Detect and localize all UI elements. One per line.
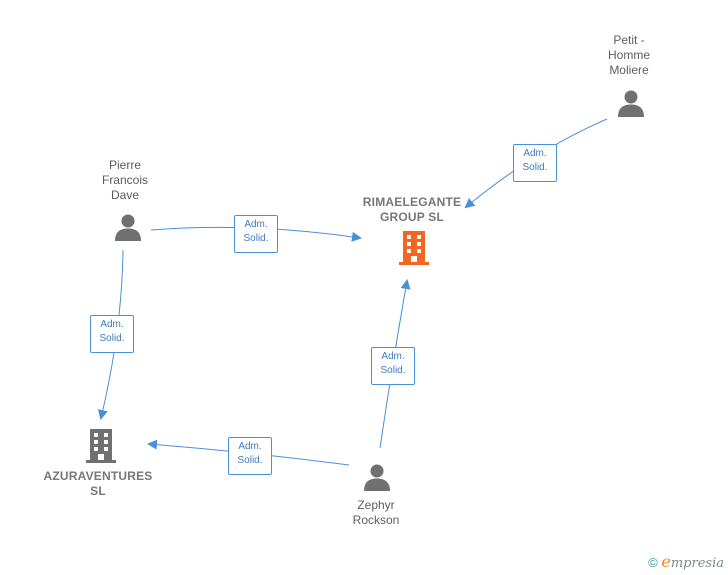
edge-label-line: Solid.	[243, 233, 269, 244]
person-icon[interactable]	[113, 212, 143, 242]
footer-brand: © empresia	[648, 552, 724, 571]
edge-label-line: Adm.	[244, 219, 268, 230]
label-line: AZURAVENTURES	[43, 469, 153, 483]
edge-label-petit-rimaelegante[interactable]: Adm. Solid.	[513, 144, 557, 182]
edge-label-line: Adm.	[238, 441, 262, 452]
edge-label-line: Solid.	[380, 365, 406, 376]
edge-label-line: Adm.	[523, 148, 547, 159]
edge-label-pierre-azuraventures[interactable]: Adm. Solid.	[90, 315, 134, 353]
label-line: Petit -	[613, 33, 645, 47]
node-label-pierre: Pierre Francois Dave	[65, 158, 185, 203]
brand-logo-text: mpresia	[670, 556, 724, 571]
label-line: RIMAELEGANTE	[362, 195, 462, 209]
node-label-petit: Petit - Homme Moliere	[569, 33, 689, 78]
person-icon[interactable]	[616, 88, 646, 118]
edge-label-line: Solid.	[99, 333, 125, 344]
edge-label-zephyr-rimaelegante[interactable]: Adm. Solid.	[371, 347, 415, 385]
node-label-zephyr: Zephyr Rockson	[316, 498, 436, 528]
label-line: SL	[90, 484, 106, 498]
label-line: Pierre	[108, 158, 141, 172]
edge-label-line: Adm.	[381, 351, 405, 362]
copyright-icon: ©	[648, 555, 658, 570]
building-icon[interactable]	[85, 428, 117, 464]
label-line: Zephyr	[357, 498, 395, 512]
node-label-azuraventures[interactable]: AZURAVENTURES SL	[33, 469, 163, 499]
edge-label-pierre-rimaelegante[interactable]: Adm. Solid.	[234, 215, 278, 253]
edge-label-zephyr-azuraventures[interactable]: Adm. Solid.	[228, 437, 272, 475]
label-line: Dave	[110, 188, 139, 202]
label-line: Homme	[607, 48, 650, 62]
label-line: Moliere	[609, 63, 649, 77]
label-line: Francois	[101, 173, 148, 187]
edge-label-line: Adm.	[100, 319, 124, 330]
brand-logo-initial: e	[661, 552, 671, 571]
edge-label-line: Solid.	[522, 162, 548, 173]
edge-label-line: Solid.	[237, 455, 263, 466]
label-line: GROUP SL	[379, 210, 445, 224]
person-icon[interactable]	[362, 462, 392, 492]
label-line: Rockson	[352, 513, 400, 527]
building-icon[interactable]	[398, 230, 430, 266]
node-label-rimaelegante[interactable]: RIMAELEGANTE GROUP SL	[347, 195, 477, 225]
